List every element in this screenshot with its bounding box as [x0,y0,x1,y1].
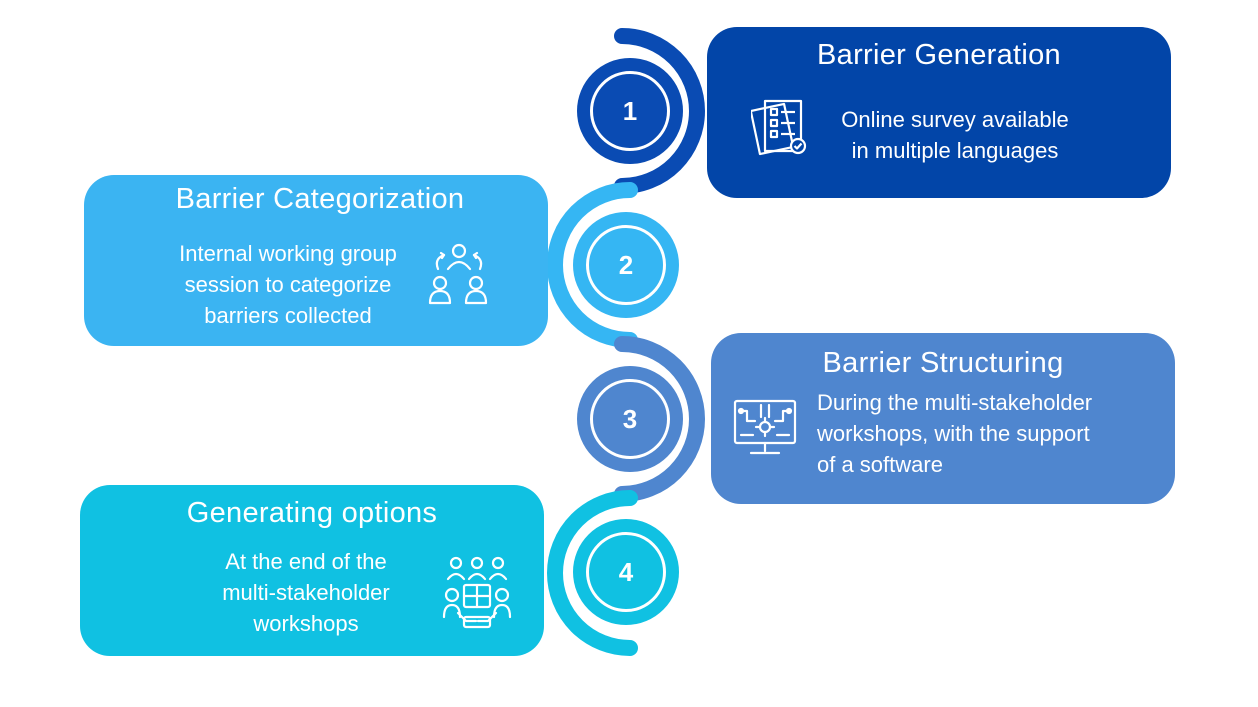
step-title: Barrier Categorization [175,183,465,215]
step-card-barrier-categorization: Barrier Categorization Internal working … [84,175,548,346]
step-title: Barrier Structuring [822,347,1064,379]
step-card-generating-options: Generating options At the end of the mul… [80,485,544,656]
description-line: of a software [817,452,943,477]
step-title: Generating options [186,497,438,529]
description-line: workshops, with the support [817,421,1090,446]
step-number-circle-1: 1 [577,58,683,164]
step-number: 3 [590,379,670,459]
description-line: During the multi-stakeholder [817,390,1093,415]
working-group-icon [428,243,488,305]
arc-2 [547,182,638,348]
description-line: session to categorize [184,272,392,297]
description-line: barriers collected [204,303,372,328]
description-line: in multiple languages [851,138,1059,163]
step-number: 1 [590,71,670,151]
description-line: At the end of the [225,549,387,574]
arc-3 [614,336,705,502]
step-description: Internal working group session to catego… [162,238,414,331]
step-card-barrier-structuring: Barrier Structuring During the multi-sta… [711,333,1175,504]
description-line: workshops [253,611,359,636]
description-line: multi-stakeholder [222,580,390,605]
step-number: 2 [586,225,666,305]
description-line: Internal working group [179,241,397,266]
step-card-barrier-generation: Barrier Generation Online survey availab… [707,27,1171,198]
arc-1 [614,28,705,194]
step-number-circle-3: 3 [577,366,683,472]
description-line: Online survey available [841,107,1069,132]
stakeholders-puzzle-icon [442,556,512,629]
step-description: During the multi-stakeholder workshops, … [817,387,1167,480]
step-description: Online survey available in multiple lang… [825,104,1085,166]
software-monitor-icon [733,399,797,455]
step-description: At the end of the multi-stakeholder work… [188,546,424,639]
step-number-circle-4: 4 [573,519,679,625]
step-number: 4 [586,532,666,612]
survey-document-icon [751,99,807,156]
step-number-circle-2: 2 [573,212,679,318]
arc-4 [547,490,638,656]
step-title: Barrier Generation [817,39,1061,71]
